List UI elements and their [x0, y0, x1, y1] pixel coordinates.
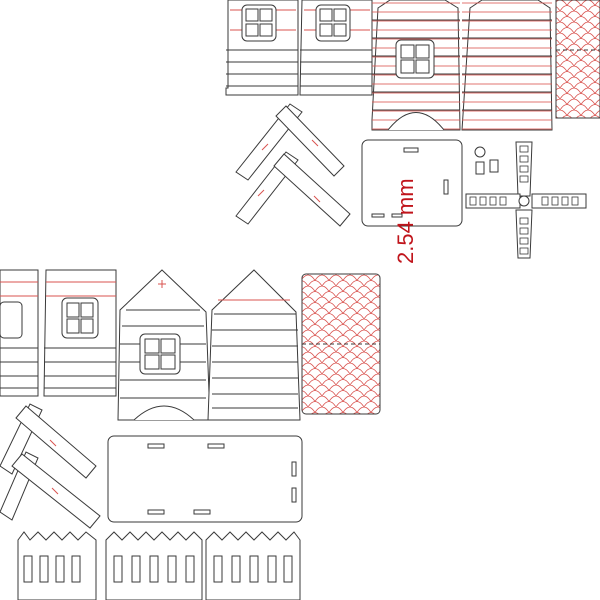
bottom-roof-truss-right — [0, 451, 101, 529]
dimension-label: 2.54 mm — [393, 178, 418, 264]
windmill-blades — [465, 141, 587, 259]
bottom-wall-panel-middle — [43, 269, 117, 397]
bottom-roof-truss-left — [0, 403, 97, 479]
bottom-wall-panel-left — [0, 269, 39, 397]
top-roof-truss-right — [235, 151, 351, 227]
top-gable-back — [461, 0, 553, 131]
top-base-plate — [361, 139, 463, 227]
dimension-annotation: 2.54 mm — [393, 178, 418, 264]
top-roof-truss-left — [235, 103, 345, 181]
top-roof-shingle-panel — [555, 0, 600, 119]
bottom-base-plate — [107, 435, 303, 523]
bottom-gable-front — [117, 269, 211, 421]
top-wall-panel-left — [225, 0, 299, 96]
windmill-hub-parts — [474, 146, 499, 175]
fence-panels — [17, 531, 301, 600]
bottom-gable-back — [207, 269, 301, 421]
bottom-roof-shingle-panel — [301, 273, 381, 415]
top-wall-panel-middle — [299, 0, 373, 96]
top-gable-front — [371, 0, 461, 131]
